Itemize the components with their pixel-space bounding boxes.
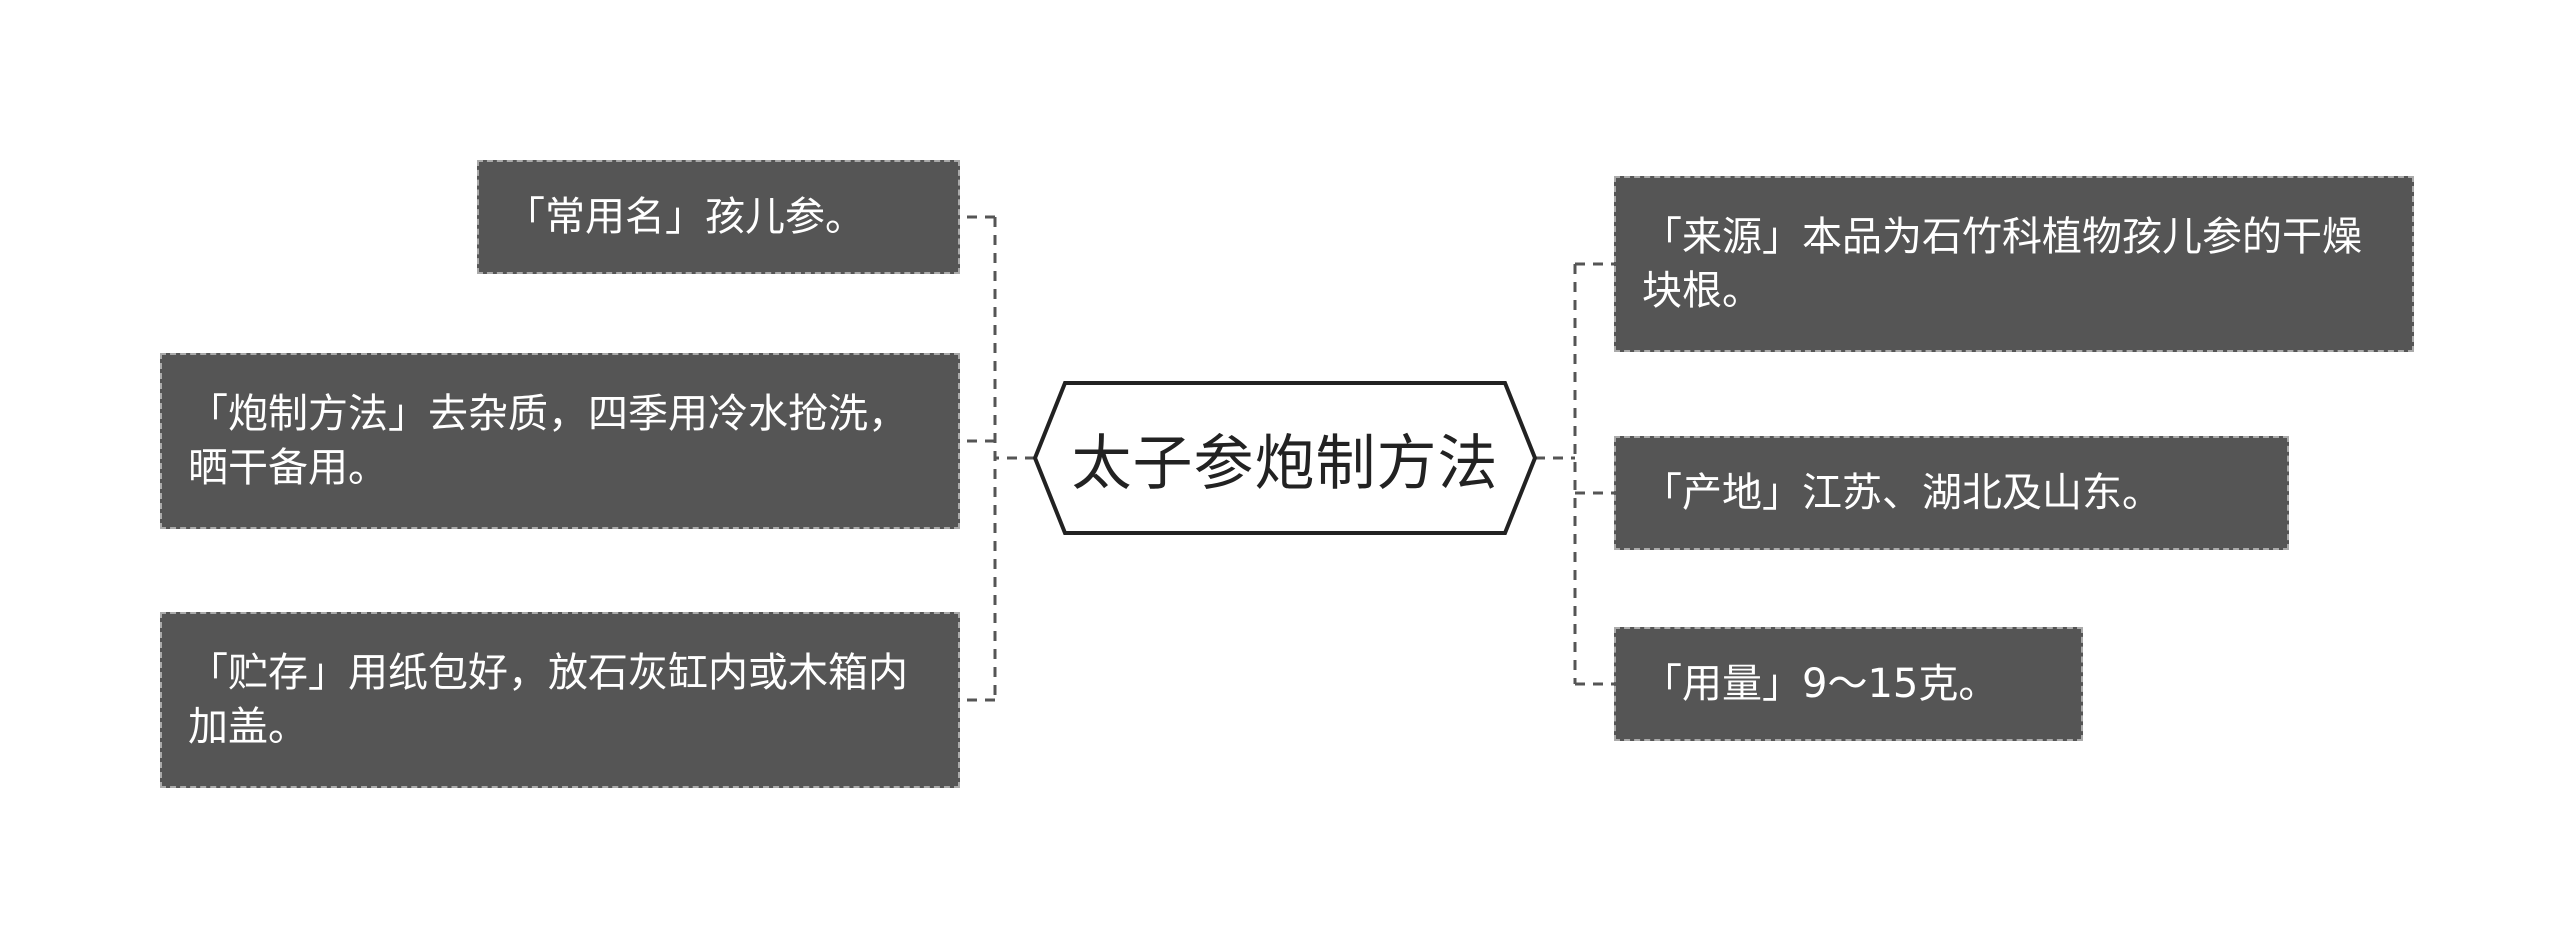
- node-source[interactable]: 「来源」本品为石竹科植物孩儿参的干燥块根。: [1614, 176, 2414, 352]
- node-origin-text: 「产地」江苏、湖北及山东。: [1642, 470, 2162, 516]
- node-origin[interactable]: 「产地」江苏、湖北及山东。: [1614, 436, 2289, 550]
- node-dosage[interactable]: 「用量」9～15克。: [1614, 627, 2083, 741]
- node-dosage-text: 「用量」9～15克。: [1642, 661, 1999, 707]
- node-storage-text: 「贮存」用纸包好，放石灰缸内或木箱内加盖。: [188, 650, 908, 750]
- node-processing-method[interactable]: 「炮制方法」去杂质，四季用冷水抢洗，晒干备用。: [160, 353, 960, 529]
- center-topic[interactable]: 太子参炮制方法: [1035, 383, 1535, 533]
- node-common-name[interactable]: 「常用名」孩儿参。: [477, 160, 960, 274]
- node-processing-method-text: 「炮制方法」去杂质，四季用冷水抢洗，晒干备用。: [188, 391, 908, 491]
- center-topic-label: 太子参炮制方法: [1071, 428, 1499, 499]
- center-hexagon: [1032, 381, 1538, 535]
- node-storage[interactable]: 「贮存」用纸包好，放石灰缸内或木箱内加盖。: [160, 612, 960, 788]
- node-common-name-text: 「常用名」孩儿参。: [505, 194, 865, 240]
- node-source-text: 「来源」本品为石竹科植物孩儿参的干燥块根。: [1642, 214, 2362, 314]
